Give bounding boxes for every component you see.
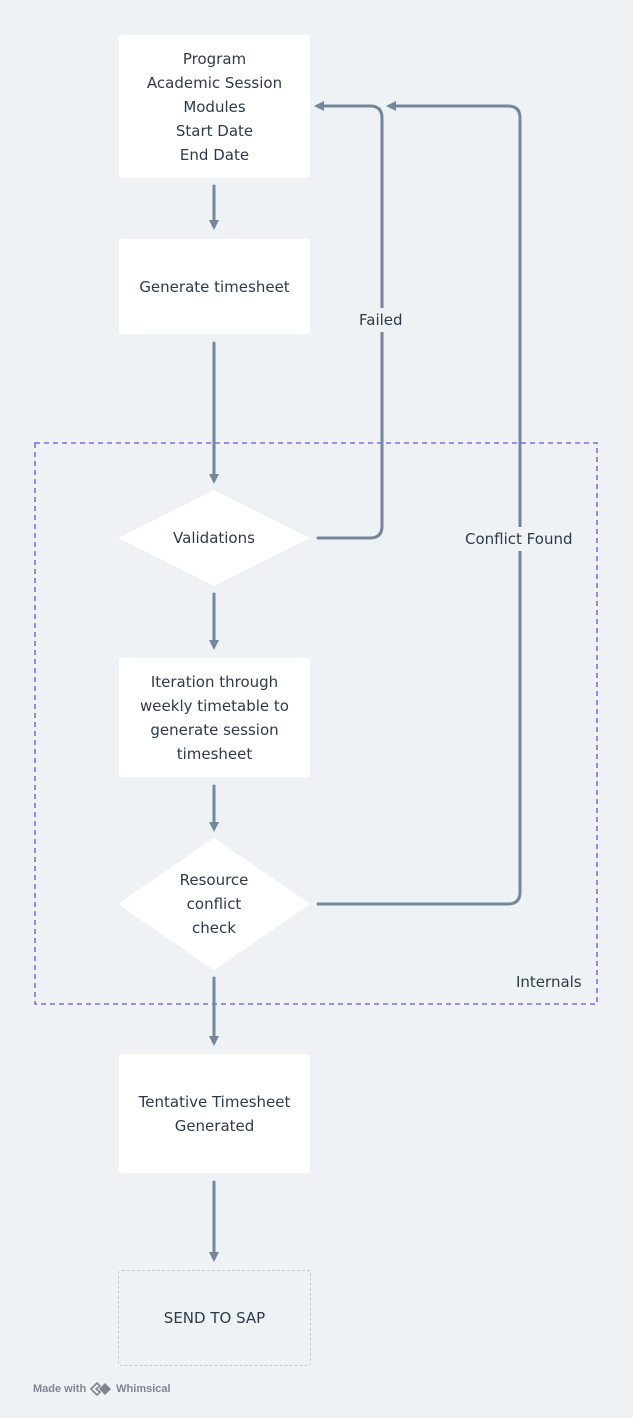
generate-timesheet-label: Generate timesheet <box>139 277 290 296</box>
internals-frame <box>34 442 598 1005</box>
send-to-sap-label: SEND TO SAP <box>163 1309 266 1327</box>
conflict-check-label: Resource conflict check <box>179 871 249 937</box>
made-with-text: Made with <box>33 1383 87 1395</box>
whimsical-brand-text: Whimsical <box>116 1383 171 1395</box>
whimsical-logo-icon <box>90 1382 112 1396</box>
iteration-label: Iteration through weekly timetable to ge… <box>140 672 289 763</box>
conflict-check-diamond[interactable] <box>118 838 310 970</box>
iteration-node[interactable]: Iteration through weekly timetable to ge… <box>119 658 310 777</box>
tentative-timesheet-label: Tentative Timesheet Generated <box>138 1092 291 1135</box>
send-to-sap-node[interactable]: SEND TO SAP <box>118 1270 311 1366</box>
validations-label: Validations <box>173 529 255 547</box>
tentative-timesheet-node[interactable]: Tentative Timesheet Generated <box>119 1054 310 1173</box>
failed-edge-label: Failed <box>355 308 407 332</box>
internals-frame-label: Internals <box>516 973 582 991</box>
arrow-conflict-loop <box>316 101 522 906</box>
generate-timesheet-node[interactable]: Generate timesheet <box>119 239 310 334</box>
inputs-node[interactable]: Program Academic Session Modules Start D… <box>119 35 310 178</box>
made-with-footer[interactable]: Made with Whimsical <box>33 1382 171 1396</box>
conflict-found-edge-label: Conflict Found <box>461 527 577 551</box>
inputs-node-label: Program Academic Session Modules Start D… <box>146 49 283 164</box>
validations-diamond[interactable] <box>118 490 310 586</box>
